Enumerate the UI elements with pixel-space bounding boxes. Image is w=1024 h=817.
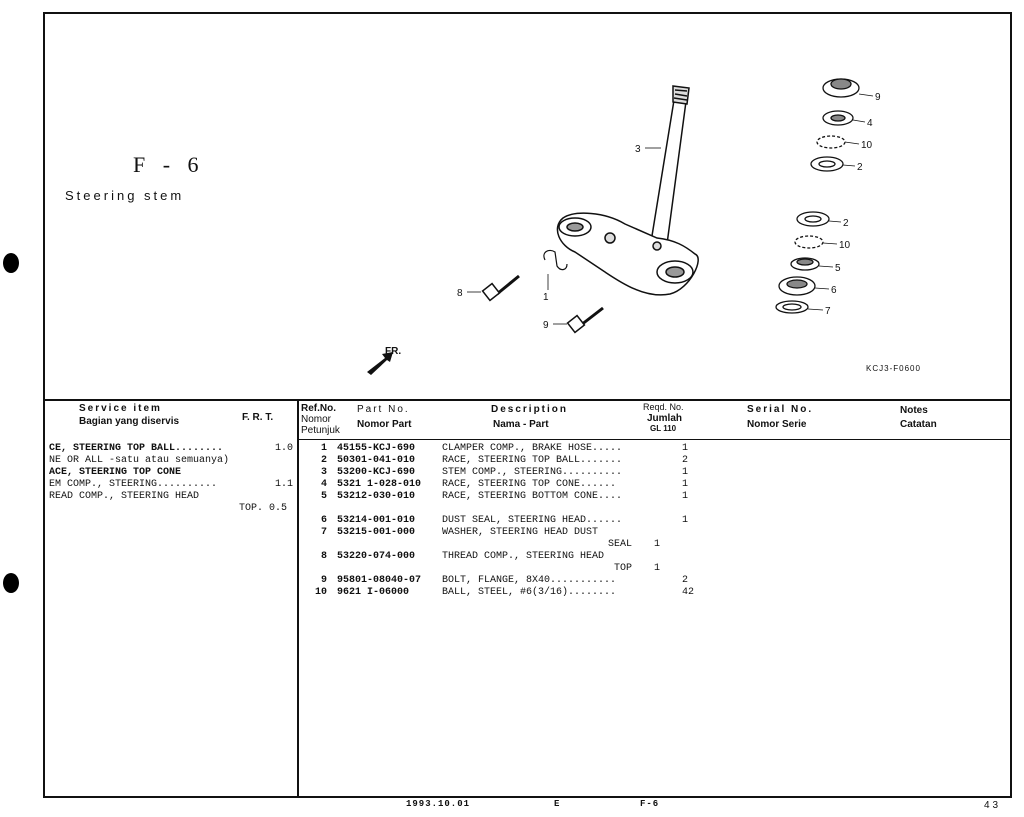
nomor-header: Nomor — [301, 414, 332, 425]
binder-hole-top — [3, 253, 19, 273]
figure-code: F - 6 — [133, 152, 205, 177]
callout-1: 1 — [543, 292, 549, 303]
nama-part-header: Nama - Part — [493, 419, 549, 430]
petunjuk-header: Petunjuk — [301, 425, 340, 436]
notes-header: Notes — [900, 405, 928, 416]
callout-9-upper: 8 — [457, 288, 463, 299]
bolt-drawing-upper — [481, 274, 520, 302]
nomor-serie-header: Nomor Serie — [747, 419, 807, 430]
callout-7: 7 — [825, 306, 831, 317]
service-item: NE OR ALL -satu atau semuanya) — [49, 455, 230, 466]
service-item: CE, STEERING TOP BALL........ 1.0 — [49, 443, 293, 454]
service-item: READ COMP., STEERING HEAD — [49, 491, 200, 502]
footer-edition: E — [554, 799, 561, 809]
callout-8: 9 — [875, 92, 881, 103]
column-divider — [297, 400, 299, 796]
service-header-title: Service item — [79, 403, 162, 414]
direction-label: FR. — [385, 346, 401, 357]
gl-header: GL 110 — [650, 424, 677, 433]
service-item: ACE, STEERING TOP CONE — [49, 467, 182, 478]
part-no-header: Part No. — [357, 404, 410, 415]
service-item-list: CE, STEERING TOP BALL........ 1.0 NE OR … — [49, 443, 293, 515]
service-item: TOP. 0.5 — [238, 503, 287, 514]
callout-2-lower: 2 — [843, 218, 849, 229]
bolt-drawing-lower — [566, 306, 604, 334]
footer-code: F-6 — [640, 799, 660, 809]
callout-3: 3 — [635, 144, 641, 155]
drawing-id: KCJ3-F0600 — [866, 364, 921, 373]
callout-10-upper: 10 — [861, 140, 873, 151]
binder-hole-bottom — [3, 573, 19, 593]
service-header-subtitle: Bagian yang diservis — [79, 416, 180, 427]
footer-date: 1993.10.01 — [406, 799, 471, 809]
lower-bearing-stack — [775, 211, 830, 314]
steering-stem-diagram: 9 4 10 2 2 10 5 6 7 3 8 9 1 FR. — [367, 78, 881, 375]
serial-no-header: Serial No. — [747, 404, 814, 415]
frt-header: F. R. T. — [242, 412, 274, 423]
callout-2-upper: 2 — [857, 162, 863, 173]
ref-no-header: Ref.No. — [301, 403, 336, 414]
row-spacer — [305, 503, 1005, 515]
callout-5: 5 — [835, 263, 841, 274]
callout-9-lower: 9 — [543, 320, 549, 331]
reqd-no-header: Reqd. No. — [643, 402, 684, 412]
callout-10-lower: 10 — [839, 240, 851, 251]
callout-4: 4 — [867, 118, 873, 129]
front-direction-arrow — [367, 352, 393, 375]
jumlah-header: Jumlah — [647, 413, 683, 424]
header-rule — [299, 439, 1010, 440]
stem-comp-drawing — [556, 85, 699, 296]
description-header: Description — [491, 404, 569, 415]
section-divider — [45, 399, 1010, 401]
page-frame: F - 6 Steering stem — [43, 12, 1012, 809]
nomor-part-header: Nomor Part — [357, 419, 412, 430]
page-number: 43 — [984, 800, 1002, 811]
catatan-header: Catatan — [900, 419, 937, 430]
callout-6: 6 — [831, 285, 837, 296]
service-item: EM COMP., STEERING.......... 1.1 — [49, 479, 293, 490]
upper-bearing-stack — [810, 78, 860, 172]
clamper-drawing — [543, 249, 568, 271]
figure-subtitle: Steering stem — [65, 188, 185, 203]
